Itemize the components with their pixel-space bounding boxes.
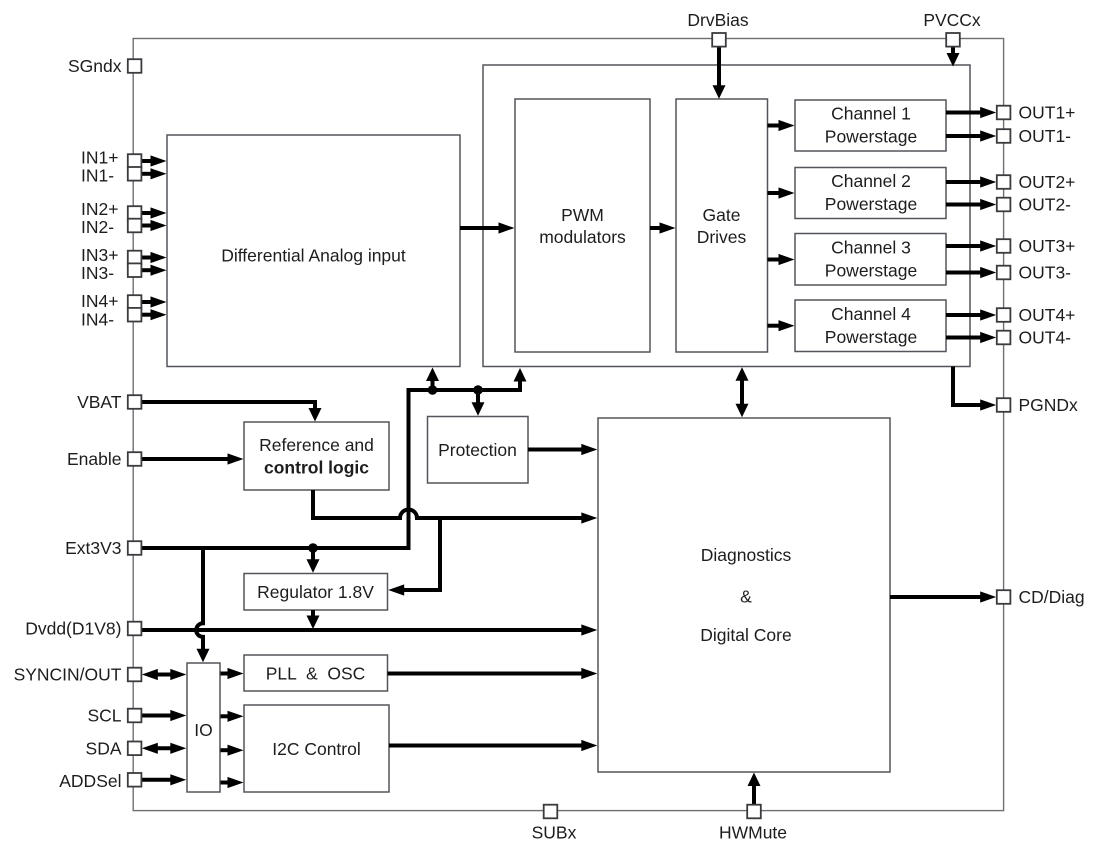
svg-text:IN3+: IN3+ bbox=[81, 245, 118, 265]
svg-text:OUT4+: OUT4+ bbox=[1019, 305, 1076, 325]
svg-text:Ext3V3: Ext3V3 bbox=[65, 538, 121, 558]
svg-text:DrvBias: DrvBias bbox=[687, 10, 749, 30]
svg-text:OUT3-: OUT3- bbox=[1019, 263, 1072, 283]
svg-text:OUT2+: OUT2+ bbox=[1019, 172, 1076, 192]
svg-text:Drives: Drives bbox=[697, 227, 747, 247]
svg-text:Regulator 1.8V: Regulator 1.8V bbox=[257, 582, 374, 602]
svg-text:Diagnostics: Diagnostics bbox=[701, 545, 792, 565]
svg-text:OUT3+: OUT3+ bbox=[1019, 236, 1076, 256]
svg-text:OUT4-: OUT4- bbox=[1019, 328, 1072, 348]
svg-text:IN1-: IN1- bbox=[81, 166, 114, 186]
svg-text:Channel 4: Channel 4 bbox=[831, 304, 911, 324]
svg-text:Powerstage: Powerstage bbox=[825, 260, 917, 280]
svg-text:IN2+: IN2+ bbox=[81, 199, 118, 219]
svg-text:Digital Core: Digital Core bbox=[700, 625, 791, 645]
svg-text:Channel 3: Channel 3 bbox=[831, 237, 911, 257]
svg-text:Enable: Enable bbox=[67, 449, 122, 469]
svg-text:Channel 1: Channel 1 bbox=[831, 104, 911, 124]
svg-text:ADDSel: ADDSel bbox=[59, 771, 121, 791]
svg-text:SDA: SDA bbox=[86, 739, 122, 759]
svg-text:Powerstage: Powerstage bbox=[825, 194, 917, 214]
svg-text:I2C Control: I2C Control bbox=[272, 739, 361, 759]
svg-text:SUBx: SUBx bbox=[532, 823, 577, 843]
svg-text:modulators: modulators bbox=[539, 227, 626, 247]
svg-text:OUT1-: OUT1- bbox=[1019, 126, 1072, 146]
svg-text:&: & bbox=[740, 587, 752, 607]
svg-text:Channel 2: Channel 2 bbox=[831, 171, 911, 191]
svg-text:IN1+: IN1+ bbox=[81, 148, 118, 168]
svg-text:Gate: Gate bbox=[703, 205, 741, 225]
svg-text:Powerstage: Powerstage bbox=[825, 327, 917, 347]
svg-text:SGndx: SGndx bbox=[68, 56, 122, 76]
svg-text:Powerstage: Powerstage bbox=[825, 127, 917, 147]
svg-text:IO: IO bbox=[194, 720, 212, 740]
svg-text:OUT2-: OUT2- bbox=[1019, 195, 1072, 215]
svg-text:Dvdd(D1V8): Dvdd(D1V8) bbox=[25, 619, 121, 639]
svg-text:OUT1+: OUT1+ bbox=[1019, 103, 1076, 123]
svg-text:CD/Diag: CD/Diag bbox=[1019, 587, 1085, 607]
svg-text:control logic: control logic bbox=[264, 458, 369, 478]
svg-text:Reference and: Reference and bbox=[259, 435, 374, 455]
svg-text:Differential Analog input: Differential Analog input bbox=[221, 246, 406, 266]
svg-text:VBAT: VBAT bbox=[77, 392, 122, 412]
svg-text:IN4+: IN4+ bbox=[81, 291, 118, 311]
svg-text:PLL & OSC: PLL & OSC bbox=[266, 664, 366, 684]
svg-text:SCL: SCL bbox=[87, 706, 121, 726]
svg-text:IN2-: IN2- bbox=[81, 217, 114, 237]
svg-text:IN4-: IN4- bbox=[81, 310, 114, 330]
svg-text:Protection: Protection bbox=[438, 440, 517, 460]
svg-text:PGNDx: PGNDx bbox=[1019, 395, 1079, 415]
svg-text:PVCCx: PVCCx bbox=[923, 10, 981, 30]
svg-text:SYNCIN/OUT: SYNCIN/OUT bbox=[14, 665, 122, 685]
svg-text:HWMute: HWMute bbox=[719, 823, 787, 843]
svg-text:IN3-: IN3- bbox=[81, 263, 114, 283]
svg-text:PWM: PWM bbox=[561, 205, 604, 225]
